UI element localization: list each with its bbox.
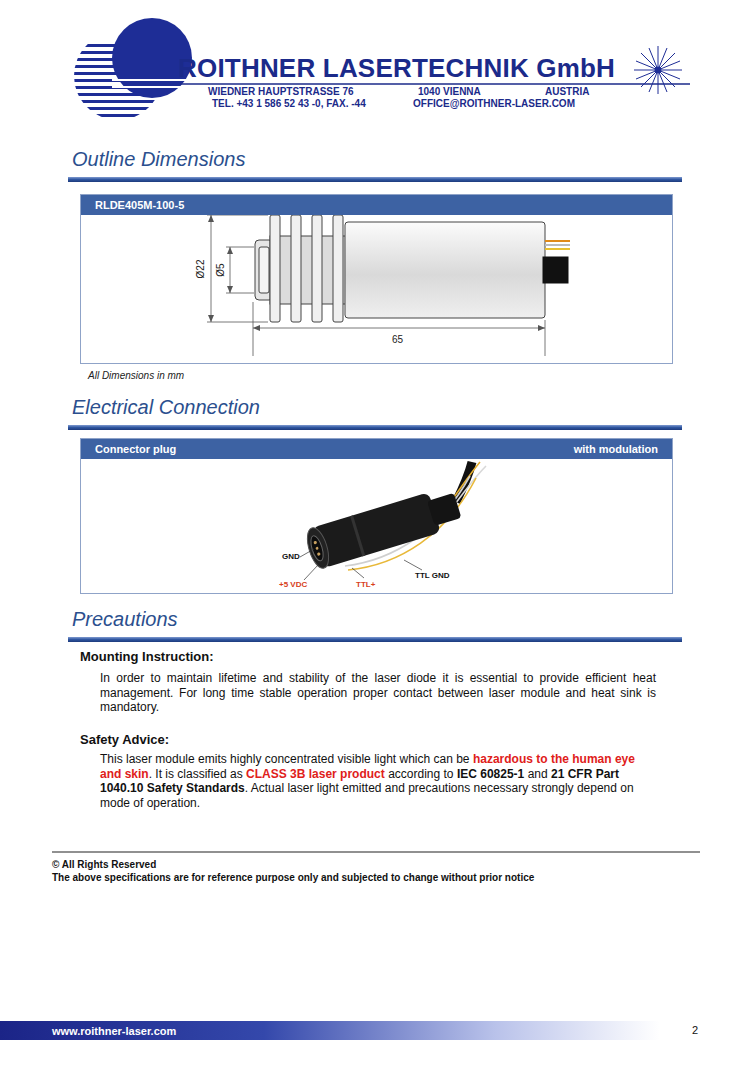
nozzle-aperture: [259, 247, 269, 293]
dc-plug: [543, 257, 568, 283]
panel-title: Connector plug: [95, 443, 176, 455]
drawing-panel: RLDE405M-100-5: [80, 194, 673, 364]
plug-ridge: [350, 515, 365, 556]
arrowhead: [538, 325, 545, 331]
leader-line: [404, 560, 422, 570]
wire: [545, 248, 570, 250]
panel-title: RLDE405M-100-5: [95, 199, 184, 211]
pin-leaders: [300, 549, 422, 580]
body-paragraph: In order to maintain lifetime and stabil…: [100, 671, 656, 715]
logo-stripe: [70, 107, 170, 110]
address: WIEDNER HAUPTSTRASSE 76: [208, 86, 354, 97]
extension-line: [207, 322, 268, 323]
safety-warning: CLASS 3B laser product: [246, 767, 385, 781]
dimension-line: [253, 328, 545, 329]
wire: [545, 240, 570, 242]
disclaimer: The above specifications are for referen…: [52, 872, 534, 883]
pin-label: TTL+: [356, 580, 375, 589]
logo-stripe: [70, 114, 170, 117]
copyright: © All Rights Reserved: [52, 859, 156, 870]
star-ray: [641, 53, 675, 87]
pin-label: GND: [282, 552, 300, 561]
dimension-lines: [207, 215, 545, 356]
dimension-note: All Dimensions in mm: [88, 370, 184, 381]
logo-starburst: [634, 46, 682, 94]
plug-housing: [312, 492, 441, 568]
section-heading: Outline Dimensions: [72, 148, 245, 171]
star-ray: [641, 53, 675, 87]
address: 1040 VIENNA: [418, 86, 481, 97]
module-body: [345, 222, 545, 318]
wire: [545, 244, 570, 246]
heatsink-fin: [291, 215, 301, 322]
pin-label: +5 VDC: [279, 580, 307, 589]
arrowhead: [208, 315, 214, 322]
heatsink-fin: [333, 215, 343, 322]
address: AUSTRIA: [545, 86, 589, 97]
arrowhead: [227, 247, 233, 254]
footer-link: www.roithner-laser.com: [52, 1025, 176, 1037]
wire: [455, 466, 486, 504]
connector-illustration: [300, 462, 486, 580]
safety-paragraph: This laser module emits highly concentra…: [100, 752, 656, 810]
dimension-label: Ø5: [215, 263, 226, 276]
star-ray: [636, 61, 680, 79]
section-heading: Precautions: [72, 608, 178, 631]
logo-mark: [70, 18, 690, 117]
safety-text: and: [528, 767, 548, 781]
contact: TEL. +43 1 586 52 43 -0, FAX. -44: [212, 98, 366, 109]
dimension-arrows: [208, 215, 545, 331]
logo-stripe: [70, 100, 170, 103]
star-ray: [649, 48, 667, 92]
safety-text: . It is classified as: [149, 767, 243, 781]
extension-line: [253, 302, 254, 356]
plug-socket: [308, 534, 325, 562]
leader-line: [352, 568, 364, 578]
panel-subtitle: with modulation: [574, 443, 658, 455]
star-center: [655, 67, 661, 73]
arrowhead: [208, 215, 214, 222]
panel-header: Connector plug with modulation: [81, 439, 672, 459]
star-ray: [636, 61, 680, 79]
contact: OFFICE@ROITHNER-LASER.COM: [413, 98, 575, 109]
plug-face: [303, 525, 332, 570]
subheading: Mounting Instruction:: [80, 649, 214, 664]
plug-body: [303, 485, 464, 570]
star-ray: [649, 48, 667, 92]
strain-relief: [427, 493, 461, 526]
heatsink-fin: [312, 215, 322, 322]
extension-line: [545, 320, 546, 356]
section-bar: [68, 425, 682, 430]
page-number: 2: [692, 1024, 698, 1036]
dimension-line: [211, 215, 212, 322]
connector-panel: Connector plug with modulation: [80, 438, 673, 594]
safety-text: This laser module emits highly concentra…: [100, 752, 470, 766]
section-heading: Electrical Connection: [72, 396, 260, 419]
laser-module-drawing: [255, 215, 570, 322]
arrowhead: [253, 325, 260, 331]
footer-rule: [52, 851, 700, 852]
safety-text: according to: [388, 767, 453, 781]
leader-line: [300, 549, 314, 557]
dimension-label: Ø22: [195, 260, 206, 279]
standard-name: IEC 60825-1: [457, 767, 524, 781]
heatsink-fin: [270, 215, 280, 322]
company-name: ROITHNER LASERTECHNIK GmbH: [178, 53, 615, 84]
pin-label: TTL GND: [415, 571, 450, 580]
logo-stripe: [112, 86, 192, 88]
panel-header: RLDE405M-100-5: [81, 195, 672, 215]
section-bar: [68, 177, 682, 182]
subheading: Safety Advice:: [80, 732, 169, 747]
arrowhead: [227, 286, 233, 293]
logo-underline: [180, 83, 690, 85]
footer-band: www.roithner-laser.com: [0, 1021, 660, 1040]
dimension-label: 65: [392, 334, 403, 345]
leader-line: [304, 565, 318, 580]
pin: [315, 547, 318, 550]
pin: [317, 552, 321, 556]
pin: [313, 541, 317, 545]
section-bar: [68, 637, 682, 642]
